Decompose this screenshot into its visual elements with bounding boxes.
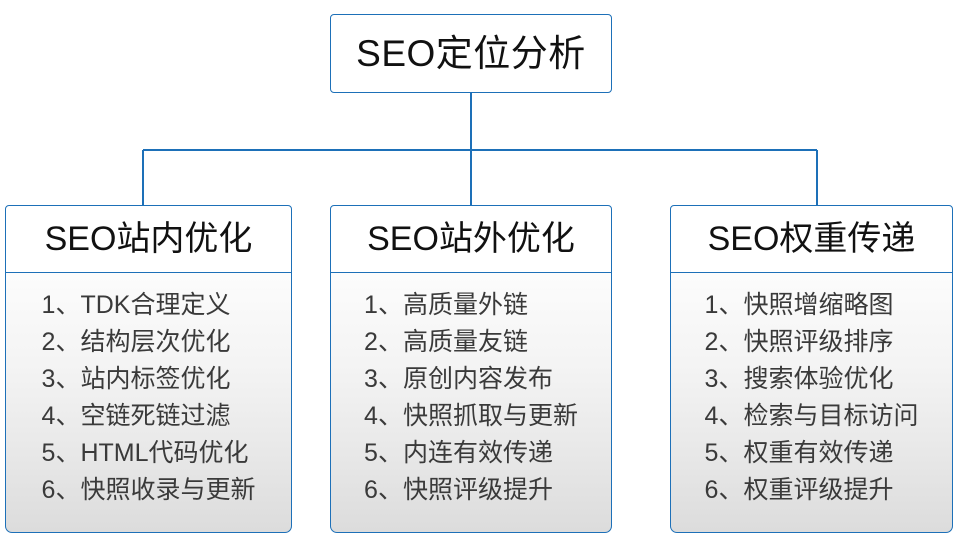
branch-seo-offsite[interactable]: SEO站外优化 1、高质量外链 2、高质量友链 3、原创内容发布 4、快照抓取与… [330,205,612,533]
item-index: 2 [364,328,378,356]
item-separator: 、 [377,291,403,319]
item-text: 空链死链过滤 [80,402,231,430]
list-item: 3、站内标签优化 [42,361,256,398]
item-text: 原创内容发布 [402,365,553,393]
item-text: TDK合理定义 [80,291,231,319]
item-separator: 、 [55,291,81,319]
item-text: 权重评级提升 [743,476,894,504]
list-item: 6、权重评级提升 [705,472,919,509]
list-item: 6、快照评级提升 [364,472,578,509]
item-separator: 、 [377,365,403,393]
item-separator: 、 [718,291,744,319]
item-index: 6 [704,476,719,504]
item-text: 站内标签优化 [80,365,231,393]
item-index: 5 [41,439,56,467]
item-text: HTML代码优化 [80,439,249,467]
branch-title-seo-offsite: SEO站外优化 [367,220,575,258]
item-index: 4 [41,402,56,430]
item-text: 高质量友链 [402,328,528,356]
branch-header-seo-offsite[interactable]: SEO站外优化 [330,205,612,273]
item-index: 4 [364,402,378,430]
item-text: 高质量外链 [402,291,528,319]
item-index: 3 [704,365,719,393]
root-node-title: SEO定位分析 [356,33,586,74]
item-separator: 、 [377,439,403,467]
item-separator: 、 [718,476,744,504]
list-item: 5、内连有效传递 [364,435,578,472]
item-separator: 、 [55,402,81,430]
item-separator: 、 [718,402,744,430]
item-separator: 、 [55,365,81,393]
list-item: 1、快照增缩略图 [705,287,919,324]
item-index: 5 [364,439,378,467]
item-text: 内连有效传递 [402,439,553,467]
item-text: 快照评级提升 [402,476,553,504]
branch-header-seo-weight[interactable]: SEO权重传递 [670,205,953,273]
item-separator: 、 [55,328,81,356]
item-separator: 、 [55,439,81,467]
item-text: 权重有效传递 [743,439,894,467]
branch-list-seo-offsite: 1、高质量外链 2、高质量友链 3、原创内容发布 4、快照抓取与更新 5、内连有… [364,287,578,509]
item-separator: 、 [718,365,744,393]
item-text: 快照抓取与更新 [402,402,578,430]
list-item: 4、检索与目标访问 [705,398,919,435]
branch-title-seo-onsite: SEO站内优化 [44,220,253,258]
item-index: 1 [41,291,56,319]
item-index: 2 [41,328,56,356]
item-index: 4 [704,402,719,430]
item-index: 3 [364,365,378,393]
list-item: 2、结构层次优化 [42,324,256,361]
item-text: 快照增缩略图 [743,291,894,319]
list-item: 1、TDK合理定义 [42,287,256,324]
item-separator: 、 [55,476,81,504]
branch-seo-weight[interactable]: SEO权重传递 1、快照增缩略图 2、快照评级排序 3、搜索体验优化 4、检索与… [670,205,953,533]
item-separator: 、 [718,439,744,467]
item-text: 结构层次优化 [80,328,231,356]
list-item: 1、高质量外链 [364,287,578,324]
list-item: 4、空链死链过滤 [42,398,256,435]
branch-body-seo-weight: 1、快照增缩略图 2、快照评级排序 3、搜索体验优化 4、检索与目标访问 5、权… [670,273,953,533]
item-index: 1 [704,291,719,319]
item-separator: 、 [377,476,403,504]
item-text: 搜索体验优化 [743,365,894,393]
branch-list-seo-onsite: 1、TDK合理定义 2、结构层次优化 3、站内标签优化 4、空链死链过滤 5、H… [42,287,256,509]
item-index: 6 [364,476,378,504]
item-index: 6 [41,476,56,504]
item-separator: 、 [718,328,744,356]
root-node[interactable]: SEO定位分析 [330,14,612,93]
branch-header-seo-onsite[interactable]: SEO站内优化 [5,205,292,273]
item-text: 检索与目标访问 [743,402,919,430]
branch-seo-onsite[interactable]: SEO站内优化 1、TDK合理定义 2、结构层次优化 3、站内标签优化 4、空链… [5,205,292,533]
list-item: 2、高质量友链 [364,324,578,361]
item-separator: 、 [377,402,403,430]
branch-list-seo-weight: 1、快照增缩略图 2、快照评级排序 3、搜索体验优化 4、检索与目标访问 5、权… [705,287,919,509]
item-text: 快照收录与更新 [80,476,256,504]
list-item: 5、HTML代码优化 [42,435,256,472]
item-index: 5 [704,439,719,467]
list-item: 3、搜索体验优化 [705,361,919,398]
branch-body-seo-offsite: 1、高质量外链 2、高质量友链 3、原创内容发布 4、快照抓取与更新 5、内连有… [330,273,612,533]
list-item: 2、快照评级排序 [705,324,919,361]
item-text: 快照评级排序 [743,328,894,356]
item-index: 1 [364,291,378,319]
list-item: 6、快照收录与更新 [42,472,256,509]
branch-body-seo-onsite: 1、TDK合理定义 2、结构层次优化 3、站内标签优化 4、空链死链过滤 5、H… [5,273,292,533]
item-index: 2 [704,328,719,356]
list-item: 4、快照抓取与更新 [364,398,578,435]
list-item: 5、权重有效传递 [705,435,919,472]
item-index: 3 [41,365,56,393]
item-separator: 、 [377,328,403,356]
branch-title-seo-weight: SEO权重传递 [707,220,916,258]
list-item: 3、原创内容发布 [364,361,578,398]
